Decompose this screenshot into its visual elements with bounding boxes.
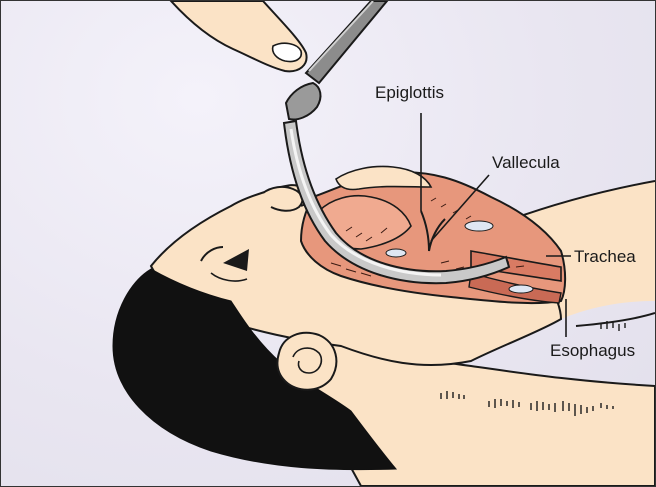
ear: [277, 333, 336, 390]
tissue-highlight-2: [509, 285, 533, 293]
label-vallecula: Vallecula: [492, 153, 560, 172]
tissue-highlight-1: [465, 221, 493, 231]
label-trachea: Trachea: [574, 247, 636, 266]
palate: [336, 167, 431, 190]
label-epiglottis: Epiglottis: [375, 83, 444, 102]
tissue-highlight-3: [386, 249, 406, 257]
chest-line: [576, 313, 655, 326]
label-esophagus: Esophagus: [550, 341, 635, 360]
